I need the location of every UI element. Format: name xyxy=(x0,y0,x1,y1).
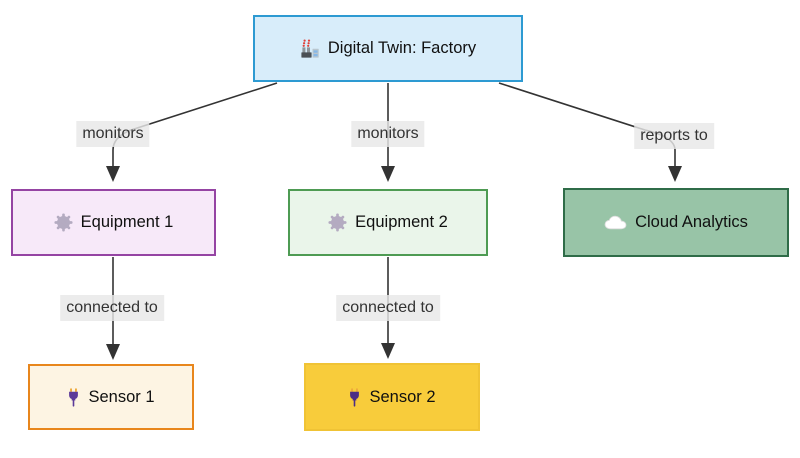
arrowhead-sensor1 xyxy=(106,344,120,360)
gear-icon xyxy=(328,213,347,232)
arrowhead-sensor2 xyxy=(381,343,395,359)
edge-label-monitors-1: monitors xyxy=(76,121,150,147)
arrowhead-equipment2 xyxy=(381,166,395,182)
node-label: Digital Twin: Factory xyxy=(327,39,477,57)
factory-icon xyxy=(300,39,320,59)
node-label: Equipment 2 xyxy=(355,213,448,231)
edge-label-connected-to-2: connected to xyxy=(336,295,440,321)
node-sensor-1: Sensor 1 xyxy=(28,364,194,430)
node-equipment-1: Equipment 1 xyxy=(11,189,216,256)
arrowhead-equipment1 xyxy=(106,166,120,182)
node-label: Cloud Analytics xyxy=(635,213,748,231)
arrowhead-cloud xyxy=(668,166,682,182)
node-label: Equipment 1 xyxy=(80,213,174,231)
edge-label-connected-to-1: connected to xyxy=(60,295,164,321)
plug-icon xyxy=(348,387,361,407)
edge-label-monitors-2: monitors xyxy=(351,121,425,147)
gear-icon xyxy=(54,213,73,232)
node-label: Sensor 1 xyxy=(88,387,155,406)
node-label: Sensor 2 xyxy=(369,387,436,406)
cloud-icon xyxy=(604,215,627,230)
node-digital-twin-factory: Digital Twin: Factory xyxy=(253,15,523,82)
node-equipment-2: Equipment 2 xyxy=(288,189,488,256)
node-sensor-2: Sensor 2 xyxy=(304,363,480,431)
plug-icon xyxy=(67,387,80,407)
node-cloud-analytics: Cloud Analytics xyxy=(563,188,789,257)
edge-label-reports-to: reports to xyxy=(634,123,714,149)
